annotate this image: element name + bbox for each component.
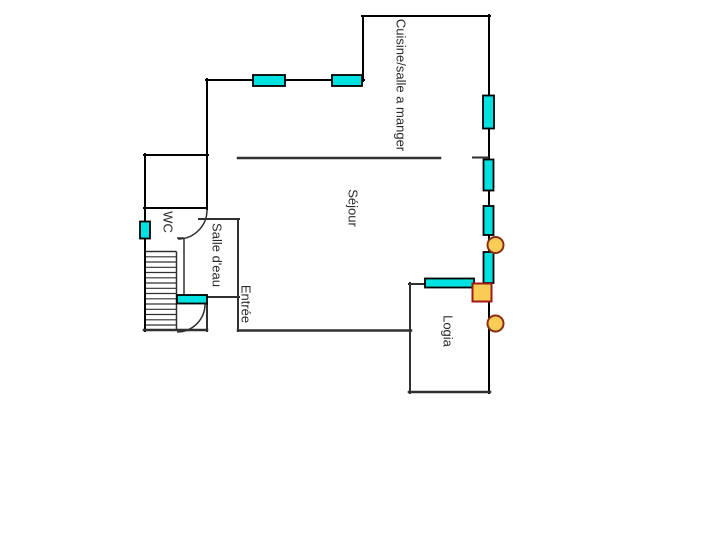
window-right-2 <box>482 158 495 192</box>
room-label-wc: WC <box>161 211 176 233</box>
window-kitchen-1 <box>252 74 286 87</box>
column-circle-lower <box>486 314 505 333</box>
room-label-loggia: Logia <box>441 315 456 348</box>
column-square <box>471 282 493 303</box>
room-label-entry: Entrée <box>239 285 254 323</box>
exterior-walls <box>142 14 491 394</box>
window-right-1 <box>482 94 495 130</box>
loggia-glazed-door <box>424 277 475 289</box>
fixture-markers <box>471 236 505 333</box>
column-circle-upper <box>486 236 505 254</box>
door-arcs <box>176 209 208 333</box>
wc-door-swing-arc <box>177 209 208 240</box>
room-label-living: Séjour <box>346 189 361 227</box>
entry-door-swing-arc <box>176 303 206 333</box>
room-label-shower: Salle d'eau <box>210 223 225 287</box>
room-labels: Cuisine/salle a manger Séjour WC Salle d… <box>161 19 456 348</box>
window-right-3 <box>482 205 495 236</box>
window-kitchen-2 <box>331 74 363 87</box>
entry-door-leaf <box>176 294 208 305</box>
room-label-kitchen: Cuisine/salle a manger <box>394 19 409 152</box>
window-right-4 <box>482 251 495 284</box>
interior-walls <box>143 156 489 332</box>
windows <box>139 74 495 305</box>
staircase <box>145 250 178 330</box>
window-left <box>139 220 151 240</box>
